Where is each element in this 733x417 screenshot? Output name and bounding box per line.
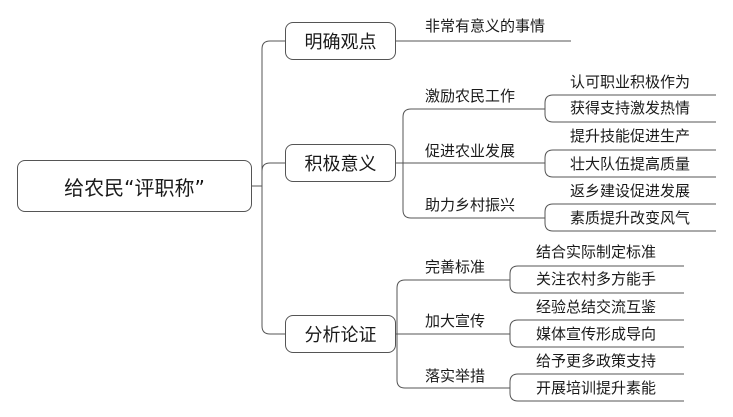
- root-connector: [261, 162, 285, 186]
- branch-node-viewpoint: 明确观点: [285, 22, 396, 60]
- item-label: 助力乡村振兴: [425, 196, 516, 214]
- leaf-label: 结合实际制定标准: [536, 243, 657, 261]
- leaf-connector: [509, 280, 684, 294]
- leaf-label: 认可职业积极作为: [570, 73, 691, 91]
- branch-connector: [402, 108, 545, 163]
- leaf-connector: [544, 149, 716, 163]
- leaf-connector: [509, 265, 684, 280]
- leaf-connector: [544, 163, 716, 178]
- item-label: 激励农民工作: [425, 87, 516, 105]
- item-label: 完善标准: [425, 258, 486, 276]
- root-connector: [261, 40, 285, 186]
- leaf-connector: [544, 203, 716, 218]
- branch-label: 明确观点: [304, 32, 377, 53]
- leaf-connector: [509, 319, 684, 334]
- item-label: 非常有意义的事情: [425, 17, 546, 35]
- branch-label: 分析论证: [304, 325, 377, 346]
- leaf-label: 关注农村多方能手: [536, 270, 657, 288]
- item-label: 落实举措: [425, 367, 486, 385]
- leaf-connector: [544, 218, 716, 232]
- item-label: 加大宣传: [425, 312, 486, 330]
- leaf-label: 开展培训提升素能: [536, 379, 657, 397]
- leaf-label: 提升技能促进生产: [570, 127, 691, 145]
- item-label: 促进农业发展: [425, 142, 516, 160]
- leaf-connector: [509, 334, 684, 348]
- leaf-connector: [544, 94, 716, 109]
- root-node: 给农民“评职称”: [17, 160, 252, 212]
- branch-node-significance: 积极意义: [285, 144, 396, 182]
- leaf-label: 获得支持激发热情: [570, 99, 691, 117]
- leaf-label: 素质提升改变风气: [570, 209, 691, 227]
- leaf-label: 经验总结交流互鉴: [536, 298, 657, 316]
- leaf-connector: [544, 109, 716, 123]
- branch-connector: [396, 334, 510, 389]
- branch-label: 积极意义: [304, 154, 377, 175]
- leaf-connector: [509, 373, 684, 388]
- branch-connector: [402, 163, 545, 219]
- leaf-label: 返乡建设促进发展: [570, 182, 691, 200]
- root-connector: [261, 186, 285, 335]
- branch-node-analysis: 分析论证: [285, 315, 396, 353]
- root-label: 给农民“评职称”: [64, 175, 205, 200]
- leaf-connector: [509, 388, 684, 402]
- leaf-label: 壮大队伍提高质量: [570, 155, 691, 173]
- branch-connector: [396, 279, 510, 334]
- leaf-label: 给予更多政策支持: [536, 352, 657, 370]
- leaf-label: 媒体宣传形成导向: [536, 325, 657, 343]
